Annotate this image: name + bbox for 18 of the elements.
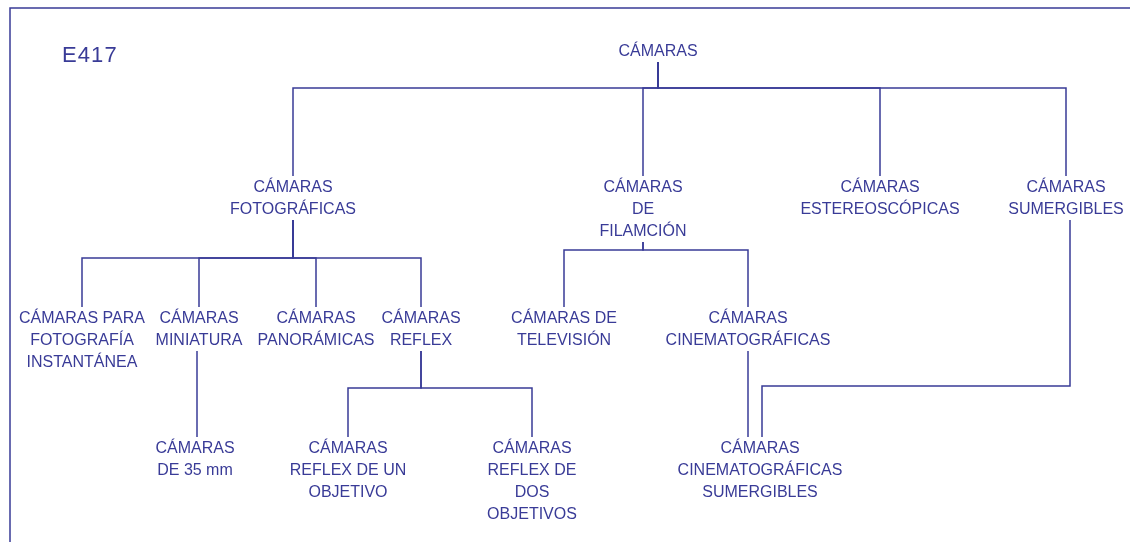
category-label: CÁMARAS ESTEREOSCÓPICAS (795, 176, 965, 220)
connector-line (642, 241, 749, 308)
category-label: CÁMARAS CINEMATOGRÁFICAS SUMERGIBLES (675, 437, 845, 503)
figure-code: E417 (62, 41, 118, 69)
category-label: CÁMARAS FOTOGRÁFICAS (223, 176, 363, 220)
category-label: CÁMARAS (598, 40, 718, 62)
category-label: CÁMARAS DE TELEVISIÓN (499, 307, 629, 351)
category-label: CÁMARAS SUMERGIBLES (1007, 176, 1125, 220)
connector-line (420, 350, 533, 438)
category-label: CÁMARAS DE 35 mm (145, 437, 245, 481)
category-label: CÁMARAS DE FILAMCIÓN (593, 176, 693, 242)
connector-line (761, 219, 1071, 438)
category-label: CÁMARAS CINEMATOGRÁFICAS (658, 307, 838, 351)
category-label: CÁMARAS REFLEX DE DOS OBJETIVOS (469, 437, 595, 525)
connector-line (196, 350, 198, 438)
connector-line (657, 61, 1067, 177)
connector-line (747, 350, 749, 438)
category-label: CÁMARAS REFLEX DE UN OBJETIVO (288, 437, 408, 503)
